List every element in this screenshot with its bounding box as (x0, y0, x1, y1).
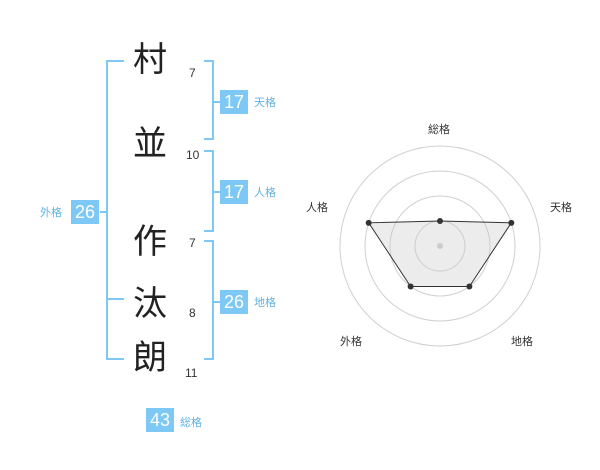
jin-value: 17 (220, 180, 248, 204)
chi-value: 26 (220, 290, 248, 314)
radar-axis-label-jin: 人格 (306, 201, 328, 214)
radar-point-3 (407, 283, 414, 290)
radar-axis-label-chi: 地格 (511, 335, 533, 348)
gai-value: 26 (71, 200, 99, 224)
radar-ring-4 (339, 145, 541, 347)
radar-axis-label-gai: 外格 (340, 335, 362, 348)
stroke-count-5: 11 (185, 366, 198, 380)
name-char-2: 並 (133, 124, 167, 164)
jin-label: 人格 (254, 186, 276, 199)
radar-point-2 (466, 283, 473, 290)
name-char-5: 朗 (133, 338, 167, 378)
radar-chart (339, 145, 541, 347)
radar-axis-label-so: 総格 (428, 123, 450, 136)
radar-point-0 (437, 218, 443, 224)
ten-label: 天格 (254, 96, 276, 109)
chi-label: 地格 (254, 296, 276, 309)
name-char-1: 村 (133, 40, 167, 80)
radar-axis-label-ten: 天格 (550, 201, 572, 214)
so-label: 総格 (180, 416, 202, 429)
radar-ring-2 (389, 195, 491, 297)
radar-point-4 (365, 219, 372, 226)
stroke-count-1: 7 (189, 66, 196, 80)
radar-point-1 (508, 219, 515, 226)
so-value: 43 (146, 408, 174, 432)
gai-label: 外格 (40, 206, 62, 219)
stroke-count-4: 8 (189, 306, 196, 320)
name-char-3: 作 (133, 222, 167, 262)
stroke-count-3: 7 (189, 236, 196, 250)
radar-ring-3 (364, 170, 516, 322)
name-char-4: 汰 (133, 284, 167, 324)
stroke-count-2: 10 (186, 148, 200, 162)
radar-center-dot (437, 243, 443, 249)
ten-value: 17 (220, 90, 248, 114)
radar-data-area (367, 220, 513, 287)
